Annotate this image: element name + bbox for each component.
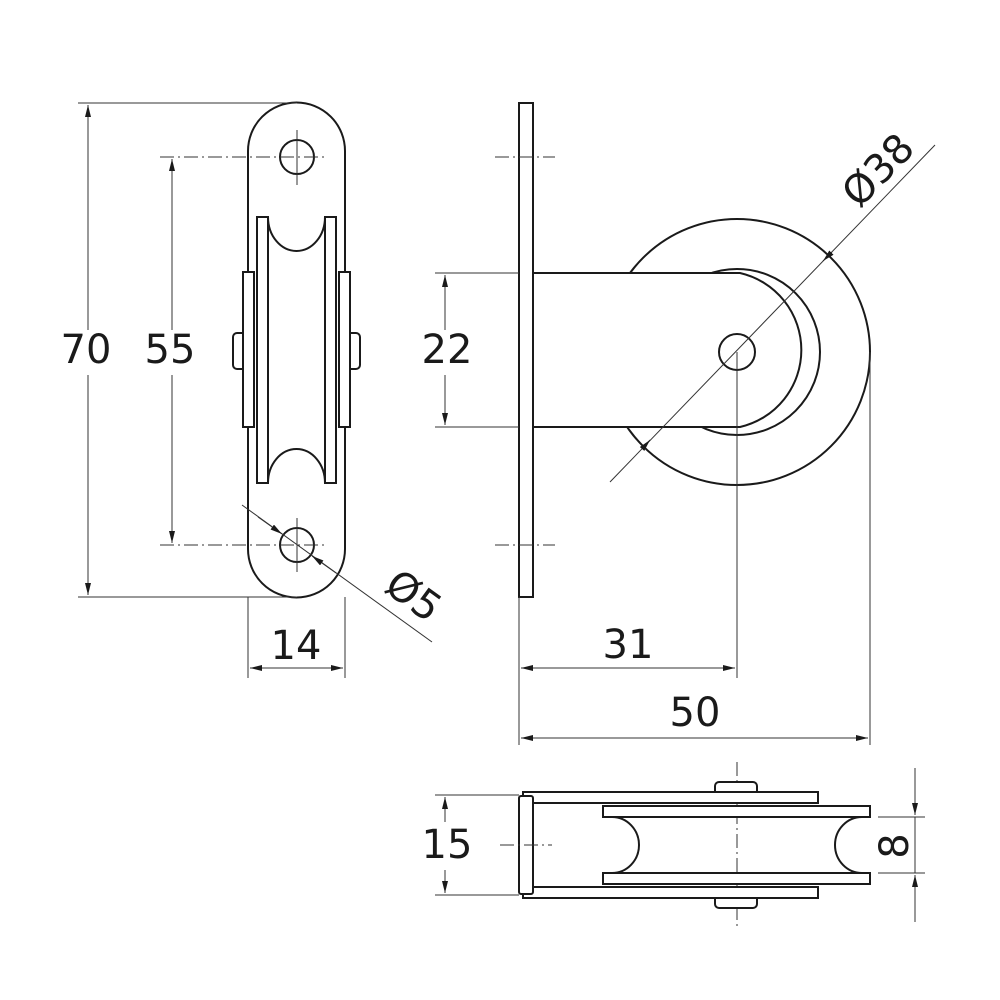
dim-70: 70 [61,327,112,373]
dim-22: 22 [422,327,473,373]
bottom-dimensions: 15 8 [422,768,925,922]
dim-8: 8 [872,833,918,858]
dim-50: 50 [670,690,721,736]
dim-31: 31 [603,622,654,668]
dim-14: 14 [271,623,322,669]
dim-55: 55 [145,327,196,373]
dim-15: 15 [422,822,473,868]
side-view [495,102,871,598]
front-dimensions: 70 55 14 Ø5 [61,102,450,678]
mount-plate [518,102,534,598]
front-view [160,101,361,599]
bottom-view [500,762,871,930]
dim-hole-diameter: Ø5 [377,561,450,632]
dim-wheel-diameter: Ø38 [833,125,923,216]
